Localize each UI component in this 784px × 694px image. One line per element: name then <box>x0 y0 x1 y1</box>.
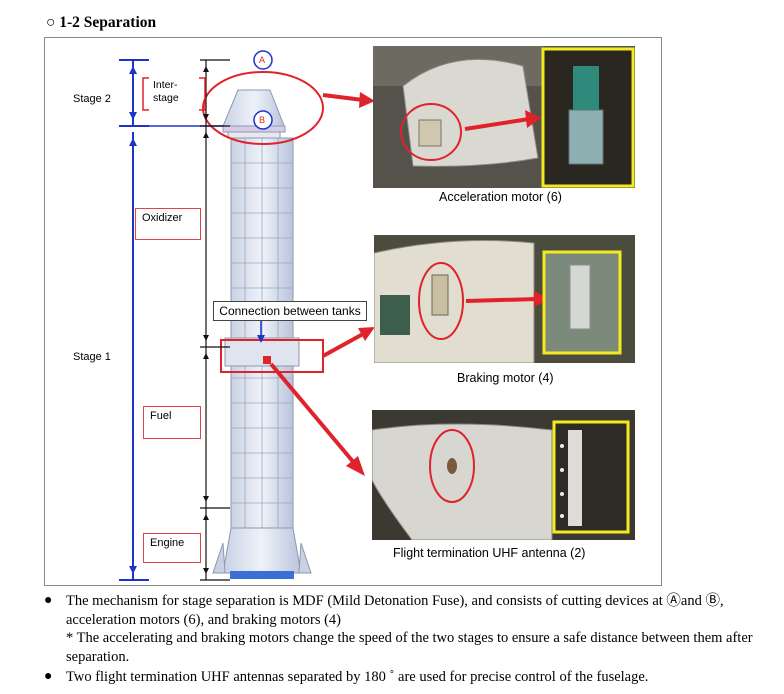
uhf-antenna-photo <box>372 410 635 540</box>
connection-callout: Connection between tanks <box>213 301 367 321</box>
uhf-antenna-caption: Flight termination UHF antenna (2) <box>393 546 586 560</box>
acceleration-motor-caption: Acceleration motor (6) <box>439 190 562 204</box>
section-heading: ○ 1-2 Separation <box>46 14 156 32</box>
marker-b: B <box>259 115 266 125</box>
marker-a: A <box>259 55 266 65</box>
stage1-label: Stage 1 <box>73 351 111 363</box>
interstage-highlight <box>202 71 324 145</box>
braking-motor-caption: Braking motor (4) <box>457 371 554 385</box>
acceleration-motor-photo <box>373 46 635 188</box>
bullet-dot: ● <box>44 593 53 608</box>
fuel-label: Fuel <box>143 406 201 439</box>
braking-motor-photo <box>374 235 635 363</box>
bullet-list: ● The mechanism for stage separation is … <box>44 592 764 689</box>
oxidizer-label: Oxidizer <box>135 208 201 240</box>
interstage-label: Inter- stage <box>153 79 179 104</box>
bullet-item-1-note: * The accelerating and braking motors ch… <box>66 630 753 665</box>
bullet-item-1-text: The mechanism for stage separation is MD… <box>66 593 724 628</box>
rocket-engine <box>222 527 302 574</box>
bullet-item-1: ● The mechanism for stage separation is … <box>44 592 764 666</box>
bullet-item-2-text: Two flight termination UHF antennas sepa… <box>66 669 649 685</box>
section-title: 1-2 Separation <box>59 14 157 31</box>
bullet-item-2: ● Two flight termination UHF antennas se… <box>44 668 764 687</box>
rocket-diagram <box>119 50 375 581</box>
stage2-label: Stage 2 <box>73 93 111 105</box>
separation-figure: Stage 2 Stage 1 Inter- stage A B Oxidize… <box>44 37 662 586</box>
engine-label: Engine <box>143 533 201 563</box>
bullet-dot: ● <box>44 669 53 684</box>
section-marker: ○ <box>46 14 56 31</box>
